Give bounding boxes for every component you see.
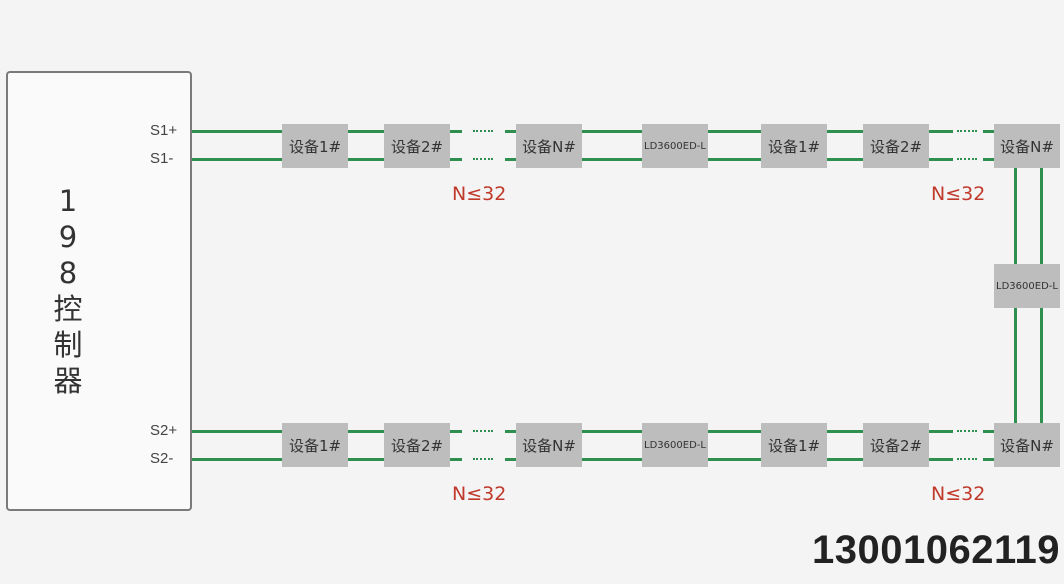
device-box: 设备1#	[282, 423, 348, 467]
continuation-dots	[473, 158, 493, 160]
continuation-dots	[473, 458, 493, 460]
controller-title-char: 8	[58, 256, 78, 290]
port-s2-plus: S2+	[150, 422, 178, 439]
port-s1-minus: S1-	[150, 150, 174, 167]
device-box: 设备N#	[516, 124, 582, 168]
continuation-dots	[957, 458, 977, 460]
repeater-box: LD3600ED-L	[642, 124, 708, 168]
continuation-dots	[473, 130, 493, 132]
device-box: 设备N#	[516, 423, 582, 467]
device-box: 设备2#	[863, 124, 929, 168]
limit-label: N≤32	[452, 483, 507, 505]
limit-label: N≤32	[452, 183, 507, 205]
repeater-box: LD3600ED-L	[642, 423, 708, 467]
bus-wire	[505, 130, 953, 133]
port-s2-minus: S2-	[150, 450, 174, 467]
continuation-dots	[473, 430, 493, 432]
port-s1-plus: S1+	[150, 122, 178, 139]
bus-wire	[505, 458, 953, 461]
controller-box: 1 9 8 控 制 器	[6, 71, 192, 511]
device-box: 设备N#	[994, 423, 1060, 467]
repeater-box: LD3600ED-L	[994, 264, 1060, 308]
device-box: 设备N#	[994, 124, 1060, 168]
device-box: 设备1#	[761, 423, 827, 467]
controller-title-char: 器	[53, 364, 83, 398]
device-box: 设备1#	[282, 124, 348, 168]
device-box: 设备2#	[384, 124, 450, 168]
controller-title-char: 控	[53, 292, 83, 326]
device-box: 设备2#	[384, 423, 450, 467]
phone-number: 13001062119	[812, 528, 1060, 572]
device-box: 设备1#	[761, 124, 827, 168]
device-box: 设备2#	[863, 423, 929, 467]
limit-label: N≤32	[931, 183, 986, 205]
continuation-dots	[957, 158, 977, 160]
bus-wire	[505, 430, 953, 433]
limit-label: N≤32	[931, 483, 986, 505]
continuation-dots	[957, 430, 977, 432]
continuation-dots	[957, 130, 977, 132]
controller-title-char: 制	[53, 328, 83, 362]
controller-title-char: 9	[58, 220, 78, 254]
controller-title: 1 9 8 控 制 器	[38, 183, 98, 399]
controller-title-char: 1	[58, 184, 78, 218]
bus-wire	[505, 158, 953, 161]
